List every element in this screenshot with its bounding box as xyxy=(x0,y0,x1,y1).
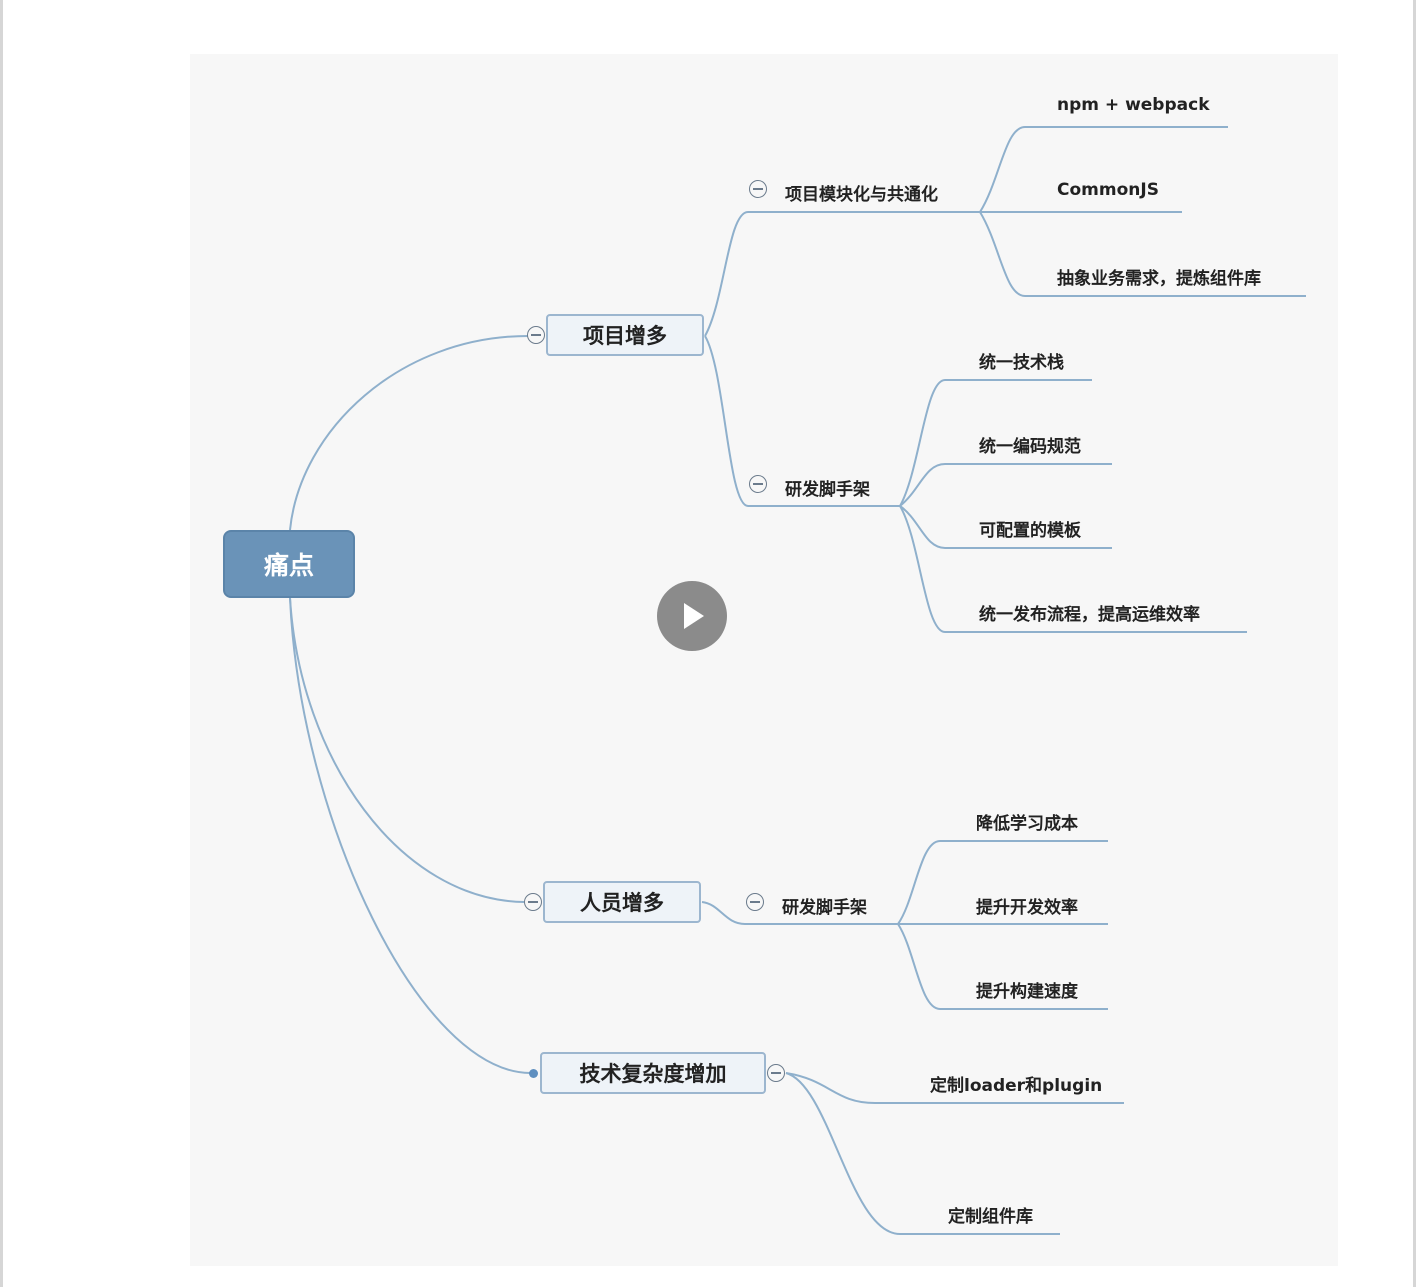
root-node[interactable]: 痛点 xyxy=(223,530,355,598)
leaf-complexity-1[interactable]: 定制loader和plugin xyxy=(930,1076,1103,1096)
leaf-people-3[interactable]: 提升构建速度 xyxy=(976,982,1078,1002)
link-complexity-leaf-2 xyxy=(785,1072,1060,1235)
link-root-people xyxy=(289,597,525,903)
link-complexity-leaf-1 xyxy=(785,1072,1124,1104)
link-modular-leaf-3 xyxy=(979,211,1306,297)
sub-modular[interactable]: 项目模块化与共通化 xyxy=(785,185,938,205)
leaf-complexity-2[interactable]: 定制组件库 xyxy=(948,1207,1033,1227)
leaf-people-1[interactable]: 降低学习成本 xyxy=(976,814,1078,834)
leaf-scaffold-3[interactable]: 可配置的模板 xyxy=(979,521,1081,541)
leaf-people-2[interactable]: 提升开发效率 xyxy=(976,898,1078,918)
leaf-modular-1[interactable]: npm + webpack xyxy=(1057,95,1210,115)
link-projects-modular xyxy=(704,211,980,337)
collapse-people-icon[interactable] xyxy=(524,893,542,911)
collapse-projects-icon[interactable] xyxy=(527,326,545,344)
branch-people[interactable]: 人员增多 xyxy=(543,881,701,923)
collapse-people-scaffold-icon[interactable] xyxy=(746,893,764,911)
sub-scaffold[interactable]: 研发脚手架 xyxy=(785,480,870,500)
window-frame-right xyxy=(1413,0,1416,1287)
leaf-scaffold-4[interactable]: 统一发布流程，提高运维效率 xyxy=(979,605,1200,625)
link-root-complexity xyxy=(289,597,531,1074)
link-people-scaffold xyxy=(701,901,898,925)
link-scaffold-leaf-2 xyxy=(899,463,1112,507)
collapse-modular-icon[interactable] xyxy=(749,180,767,198)
link-projects-scaffold xyxy=(704,335,900,507)
play-icon[interactable] xyxy=(657,581,727,651)
link-scaffold-leaf-3 xyxy=(899,505,1112,549)
link-root-projects xyxy=(289,335,529,531)
link-scaffold-leaf-4 xyxy=(899,505,1247,633)
leaf-modular-2[interactable]: CommonJS xyxy=(1057,180,1159,200)
branch-complexity[interactable]: 技术复杂度增加 xyxy=(540,1052,766,1094)
link-scaffold-leaf-1 xyxy=(899,379,1092,507)
link-people-leaf-3 xyxy=(897,923,1108,1010)
leaf-modular-3[interactable]: 抽象业务需求，提炼组件库 xyxy=(1057,269,1261,289)
collapse-complexity-icon[interactable] xyxy=(767,1064,785,1082)
link-modular-leaf-1 xyxy=(979,126,1228,213)
leaf-scaffold-1[interactable]: 统一技术栈 xyxy=(979,353,1064,373)
sub-people-scaffold[interactable]: 研发脚手架 xyxy=(782,898,867,918)
link-people-leaf-1 xyxy=(897,840,1108,925)
collapse-scaffold-icon[interactable] xyxy=(749,475,767,493)
window-frame-left xyxy=(0,0,3,1287)
leaf-scaffold-2[interactable]: 统一编码规范 xyxy=(979,437,1081,457)
branch-complexity-dot xyxy=(529,1069,538,1078)
branch-projects[interactable]: 项目增多 xyxy=(546,314,704,356)
